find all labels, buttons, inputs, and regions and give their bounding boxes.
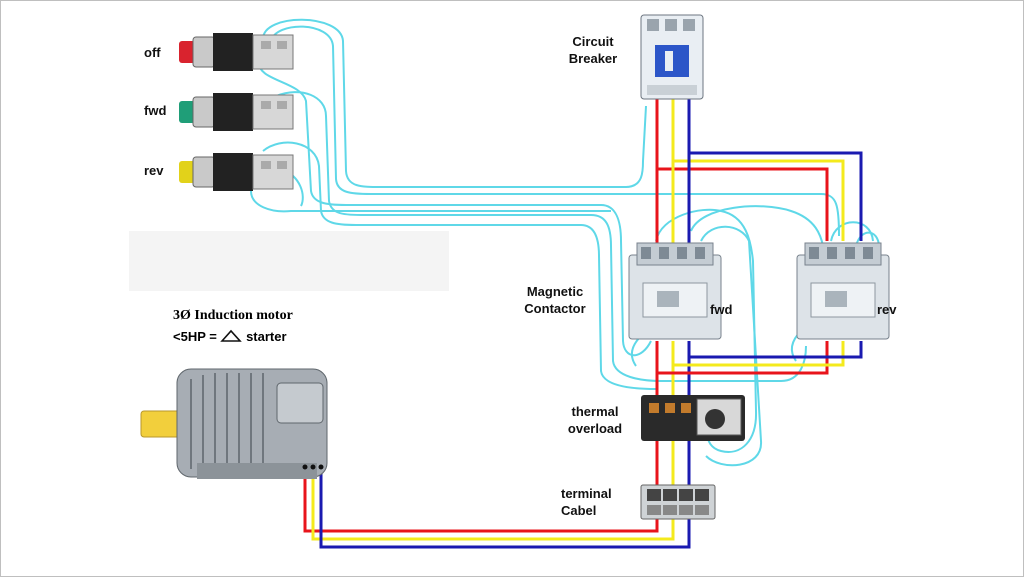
terminal-label-line2: Cabel bbox=[561, 503, 597, 518]
circuit-breaker-label: Circuit Breaker bbox=[553, 33, 633, 67]
magnetic-contactor-label-line1: Magnetic bbox=[526, 284, 584, 299]
off-label: off bbox=[144, 45, 161, 60]
motor-subtitle-suffix: starter bbox=[242, 329, 287, 344]
background-panel bbox=[129, 231, 449, 291]
power-wires bbox=[303, 99, 863, 549]
pushbutton-rev[interactable] bbox=[179, 153, 294, 191]
magnetic-contactor-label: Magnetic Contactor bbox=[513, 283, 597, 317]
motor-title: 3Ø Induction motor bbox=[173, 308, 293, 323]
rev-label: rev bbox=[144, 163, 164, 178]
rev-button-cap[interactable] bbox=[179, 161, 195, 183]
magnetic-contactor-label-line2: Contactor bbox=[524, 301, 586, 316]
contactor-fwd-label: fwd bbox=[710, 302, 733, 317]
pushbutton-fwd[interactable] bbox=[179, 93, 294, 131]
delta-icon bbox=[220, 329, 243, 342]
circuit-breaker[interactable] bbox=[640, 14, 704, 100]
motor-terminal-box bbox=[276, 382, 324, 424]
terminal-label-line1: terminal bbox=[561, 486, 612, 501]
terminal-label: terminal Cabel bbox=[561, 485, 639, 519]
motor-subtitle-prefix: <5HP = bbox=[173, 329, 221, 344]
pushbutton-off[interactable] bbox=[179, 33, 294, 71]
terminal-block[interactable] bbox=[640, 484, 716, 520]
fwd-button-cap[interactable] bbox=[179, 101, 195, 123]
off-button-cap[interactable] bbox=[179, 41, 195, 63]
circuit-breaker-label-line2: Breaker bbox=[568, 51, 618, 66]
motor-subtitle: <5HP = starter bbox=[173, 329, 373, 344]
thermal-overload[interactable] bbox=[641, 395, 745, 441]
induction-motor bbox=[140, 368, 328, 479]
thermal-overload-label-line1: thermal bbox=[571, 404, 619, 419]
contactor-fwd[interactable] bbox=[628, 242, 722, 340]
fwd-label: fwd bbox=[144, 103, 167, 118]
thermal-overload-label: thermal overload bbox=[557, 403, 633, 437]
thermal-overload-label-line2: overload bbox=[567, 421, 623, 436]
contactor-rev[interactable] bbox=[796, 242, 890, 340]
circuit-breaker-label-line1: Circuit bbox=[572, 34, 614, 49]
contactor-rev-label: rev bbox=[877, 302, 897, 317]
